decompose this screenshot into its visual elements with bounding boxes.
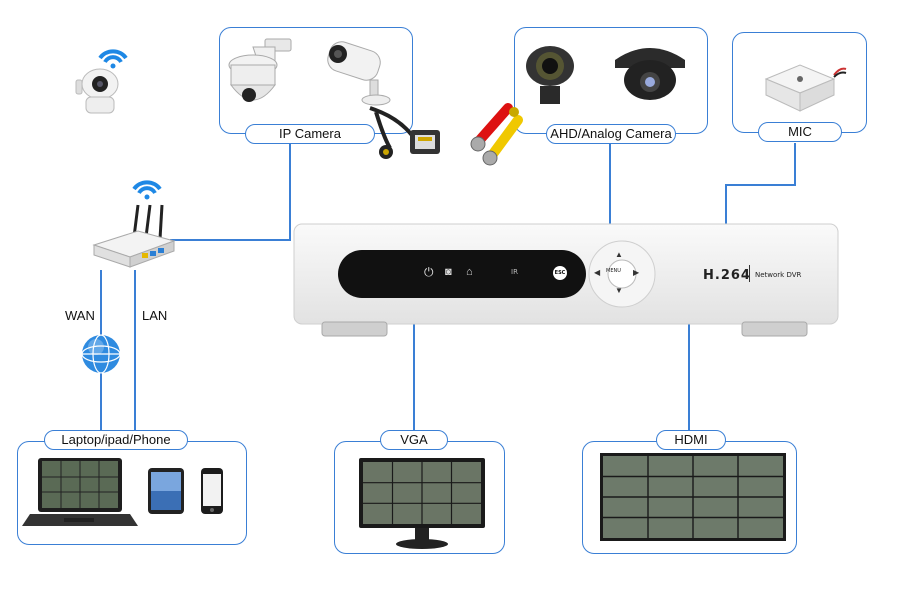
wan-label: WAN (65, 308, 95, 323)
line-dvr-to-hdmi (688, 324, 690, 432)
menu-button[interactable]: MENU (606, 268, 621, 274)
line-ipcam-to-router-h (170, 239, 291, 241)
hdmi-tv-icon (600, 453, 786, 541)
mic-label: MIC (758, 122, 842, 142)
nav-right-arrow-icon[interactable]: ▶ (633, 268, 640, 277)
ahd-camera-label: AHD/Analog Camera (546, 124, 676, 144)
nav-down-arrow-icon[interactable]: ▼ (615, 286, 623, 295)
power-icon[interactable]: ⏻ (424, 265, 434, 279)
dvr-model: Network DVR (755, 271, 802, 279)
line-ahd-to-dvr (609, 143, 611, 225)
rj45-connector-icon (369, 106, 440, 159)
dvr-divider (749, 265, 750, 282)
hdmi-label: HDMI (656, 430, 726, 450)
bullet-camera-icon (327, 41, 391, 106)
globe-icon (81, 334, 121, 374)
tablet-icon (148, 468, 184, 514)
nav-up-arrow-icon[interactable]: ▲ (615, 250, 623, 259)
ptz-camera-icon (228, 38, 292, 102)
phone-icon (201, 468, 223, 514)
ir-indicator: IR (511, 268, 518, 276)
vga-monitor-icon (359, 458, 485, 549)
line-mic-to-dvr-h (725, 184, 796, 186)
network-status-icon[interactable]: ⌂ (466, 266, 473, 278)
esc-button[interactable]: ESC (553, 266, 567, 280)
laptop-icon (22, 458, 138, 526)
laptop-label: Laptop/ipad/Phone (44, 430, 188, 450)
line-dvr-to-vga (413, 324, 415, 432)
vga-label: VGA (380, 430, 448, 450)
dvr-brand: H.264 (703, 268, 751, 283)
ip-camera-label: IP Camera (245, 124, 375, 144)
line-mic-to-dvr-v1 (794, 143, 796, 185)
router-icon (92, 180, 176, 268)
line-router-lan (134, 270, 136, 432)
wifi-camera-icon (75, 49, 128, 114)
dome-camera-icon (526, 46, 685, 104)
mic-icon (764, 64, 847, 112)
line-mic-to-dvr-v2 (725, 184, 727, 226)
bnc-connector-icon (470, 103, 523, 166)
nav-left-arrow-icon[interactable]: ◀ (594, 268, 601, 277)
line-ipcam-to-router-v (289, 143, 291, 240)
lan-label: LAN (142, 308, 168, 323)
record-icon[interactable]: ◙ (445, 266, 452, 278)
dvr-device (293, 223, 839, 337)
